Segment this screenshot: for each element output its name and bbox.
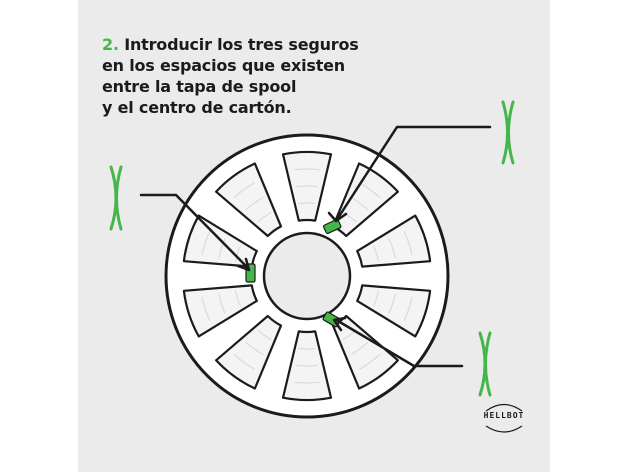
filament-winding — [257, 329, 272, 341]
filament-winding — [350, 341, 369, 355]
loose-clip-left — [109, 165, 123, 231]
title-line-4: y el centro de cartón. — [102, 98, 292, 117]
filament-winding — [201, 231, 211, 256]
filament-winding — [234, 182, 255, 198]
arrow-left-head — [236, 257, 251, 272]
step-number: 2. — [102, 35, 119, 54]
filament-winding — [342, 329, 357, 341]
filament-winding — [296, 364, 318, 367]
filament-winding — [296, 185, 318, 188]
title-line-3: entre la tapa de spool — [102, 77, 297, 96]
filament-winding — [201, 296, 211, 321]
clip-icon — [109, 100, 515, 397]
filament-winding — [245, 197, 264, 211]
arrow-top-clip — [336, 125, 492, 220]
title-line-1: 2. Introducir los tres seguros — [102, 34, 422, 55]
filament-winding — [294, 168, 320, 171]
filament-winding — [388, 293, 396, 314]
filament-winding — [218, 293, 226, 314]
installed-clip-top — [322, 218, 342, 235]
filament-winding — [388, 238, 396, 259]
filament-winding — [257, 211, 272, 223]
brand-name: HELLBOT — [483, 411, 525, 420]
filament-winding — [403, 296, 413, 321]
arrow-left-clip — [139, 193, 250, 270]
arrow-top-head — [327, 211, 348, 223]
arrow-bottom-clip — [336, 319, 464, 368]
filament-winding — [294, 381, 320, 384]
filament-windows — [182, 150, 432, 402]
title-line-1-text: Introducir los tres seguros — [124, 35, 359, 54]
filament-winding — [403, 231, 413, 256]
filament-winding — [234, 245, 242, 262]
spool-window — [331, 162, 399, 238]
filament-winding — [234, 290, 242, 307]
brand-logo: HELLBOT — [476, 397, 532, 437]
spool-center-hole — [262, 231, 352, 321]
filament-winding — [245, 341, 264, 355]
filament-winding — [372, 245, 380, 262]
filament-winding — [218, 238, 226, 259]
filament-winding — [372, 290, 380, 307]
spool-window — [331, 314, 399, 390]
filament-winding — [234, 354, 255, 370]
filament-winding — [359, 354, 380, 370]
spool-window — [215, 314, 283, 390]
spool-window — [215, 162, 283, 238]
loose-clip-top-right — [501, 100, 515, 165]
title-line-2: en los espacios que existen — [102, 56, 345, 75]
hellbot-logo-icon — [485, 403, 523, 433]
instruction-title: 2. Introducir los tres seguros en los es… — [102, 34, 422, 118]
spool — [164, 133, 450, 419]
loose-clip-bottom-right — [478, 331, 492, 397]
arrow-bottom-head — [332, 316, 347, 332]
